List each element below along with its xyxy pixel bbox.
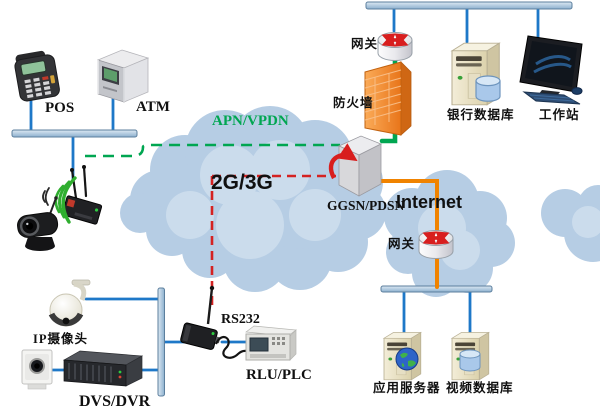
firewall-wall-icon bbox=[364, 61, 412, 136]
cloud-edge-icon bbox=[541, 185, 600, 262]
wifi-signal-icon bbox=[42, 176, 77, 224]
bus-bar-top-right bbox=[365, 1, 573, 10]
gateway-router-top-icon bbox=[378, 33, 412, 61]
video-database-cylinder-icon bbox=[459, 349, 481, 372]
wireless-router-icon bbox=[61, 165, 103, 225]
workstation-label: 工作站 bbox=[539, 108, 580, 122]
bank-database-cylinder-icon bbox=[475, 75, 501, 102]
dvr-box-icon bbox=[62, 350, 144, 387]
2g3g-label: 2G/3G bbox=[211, 171, 273, 194]
rs232-label: RS232 bbox=[221, 312, 260, 327]
cube-camera-icon bbox=[21, 349, 53, 390]
atm-label: ATM bbox=[136, 99, 170, 115]
ip-camera-label: IP摄像头 bbox=[33, 332, 89, 346]
ggsn-pdsn-label: GGSN/PDSN bbox=[327, 198, 405, 213]
pos-terminal-icon bbox=[14, 50, 60, 102]
app-server-label: 应用服务器 bbox=[373, 381, 441, 395]
dvs-dvr-label: DVS/DVR bbox=[79, 393, 151, 410]
rlu-plc-label: RLU/PLC bbox=[246, 367, 312, 383]
globe-icon bbox=[395, 347, 419, 371]
gateway-bottom-label: 网关 bbox=[388, 237, 416, 251]
apn-vpdn-dashed-link bbox=[85, 143, 340, 158]
atm-machine-icon bbox=[96, 49, 150, 103]
dome-camera-icon bbox=[48, 279, 91, 327]
bus-bar-vertical-left bbox=[157, 287, 165, 397]
workstation-monitor-icon bbox=[519, 35, 583, 105]
gateway-top-label: 网关 bbox=[351, 37, 379, 51]
firewall-label: 防火墙 bbox=[333, 96, 374, 110]
gateway-router-bottom-icon bbox=[419, 231, 453, 259]
video-database-label: 视频数据库 bbox=[446, 381, 514, 395]
pos-label: POS bbox=[45, 100, 75, 116]
bus-bar-top-left bbox=[11, 129, 138, 138]
ip-ptz-camera-icon bbox=[17, 196, 59, 251]
apn-vpdn-label: APN/VPDN bbox=[212, 113, 289, 129]
internet-label: Internet bbox=[396, 192, 463, 212]
plc-device-icon bbox=[245, 325, 297, 361]
red-dashed-link bbox=[210, 174, 336, 305]
bank-database-label: 银行数据库 bbox=[447, 108, 515, 122]
ggsn-cube-icon bbox=[328, 135, 382, 197]
